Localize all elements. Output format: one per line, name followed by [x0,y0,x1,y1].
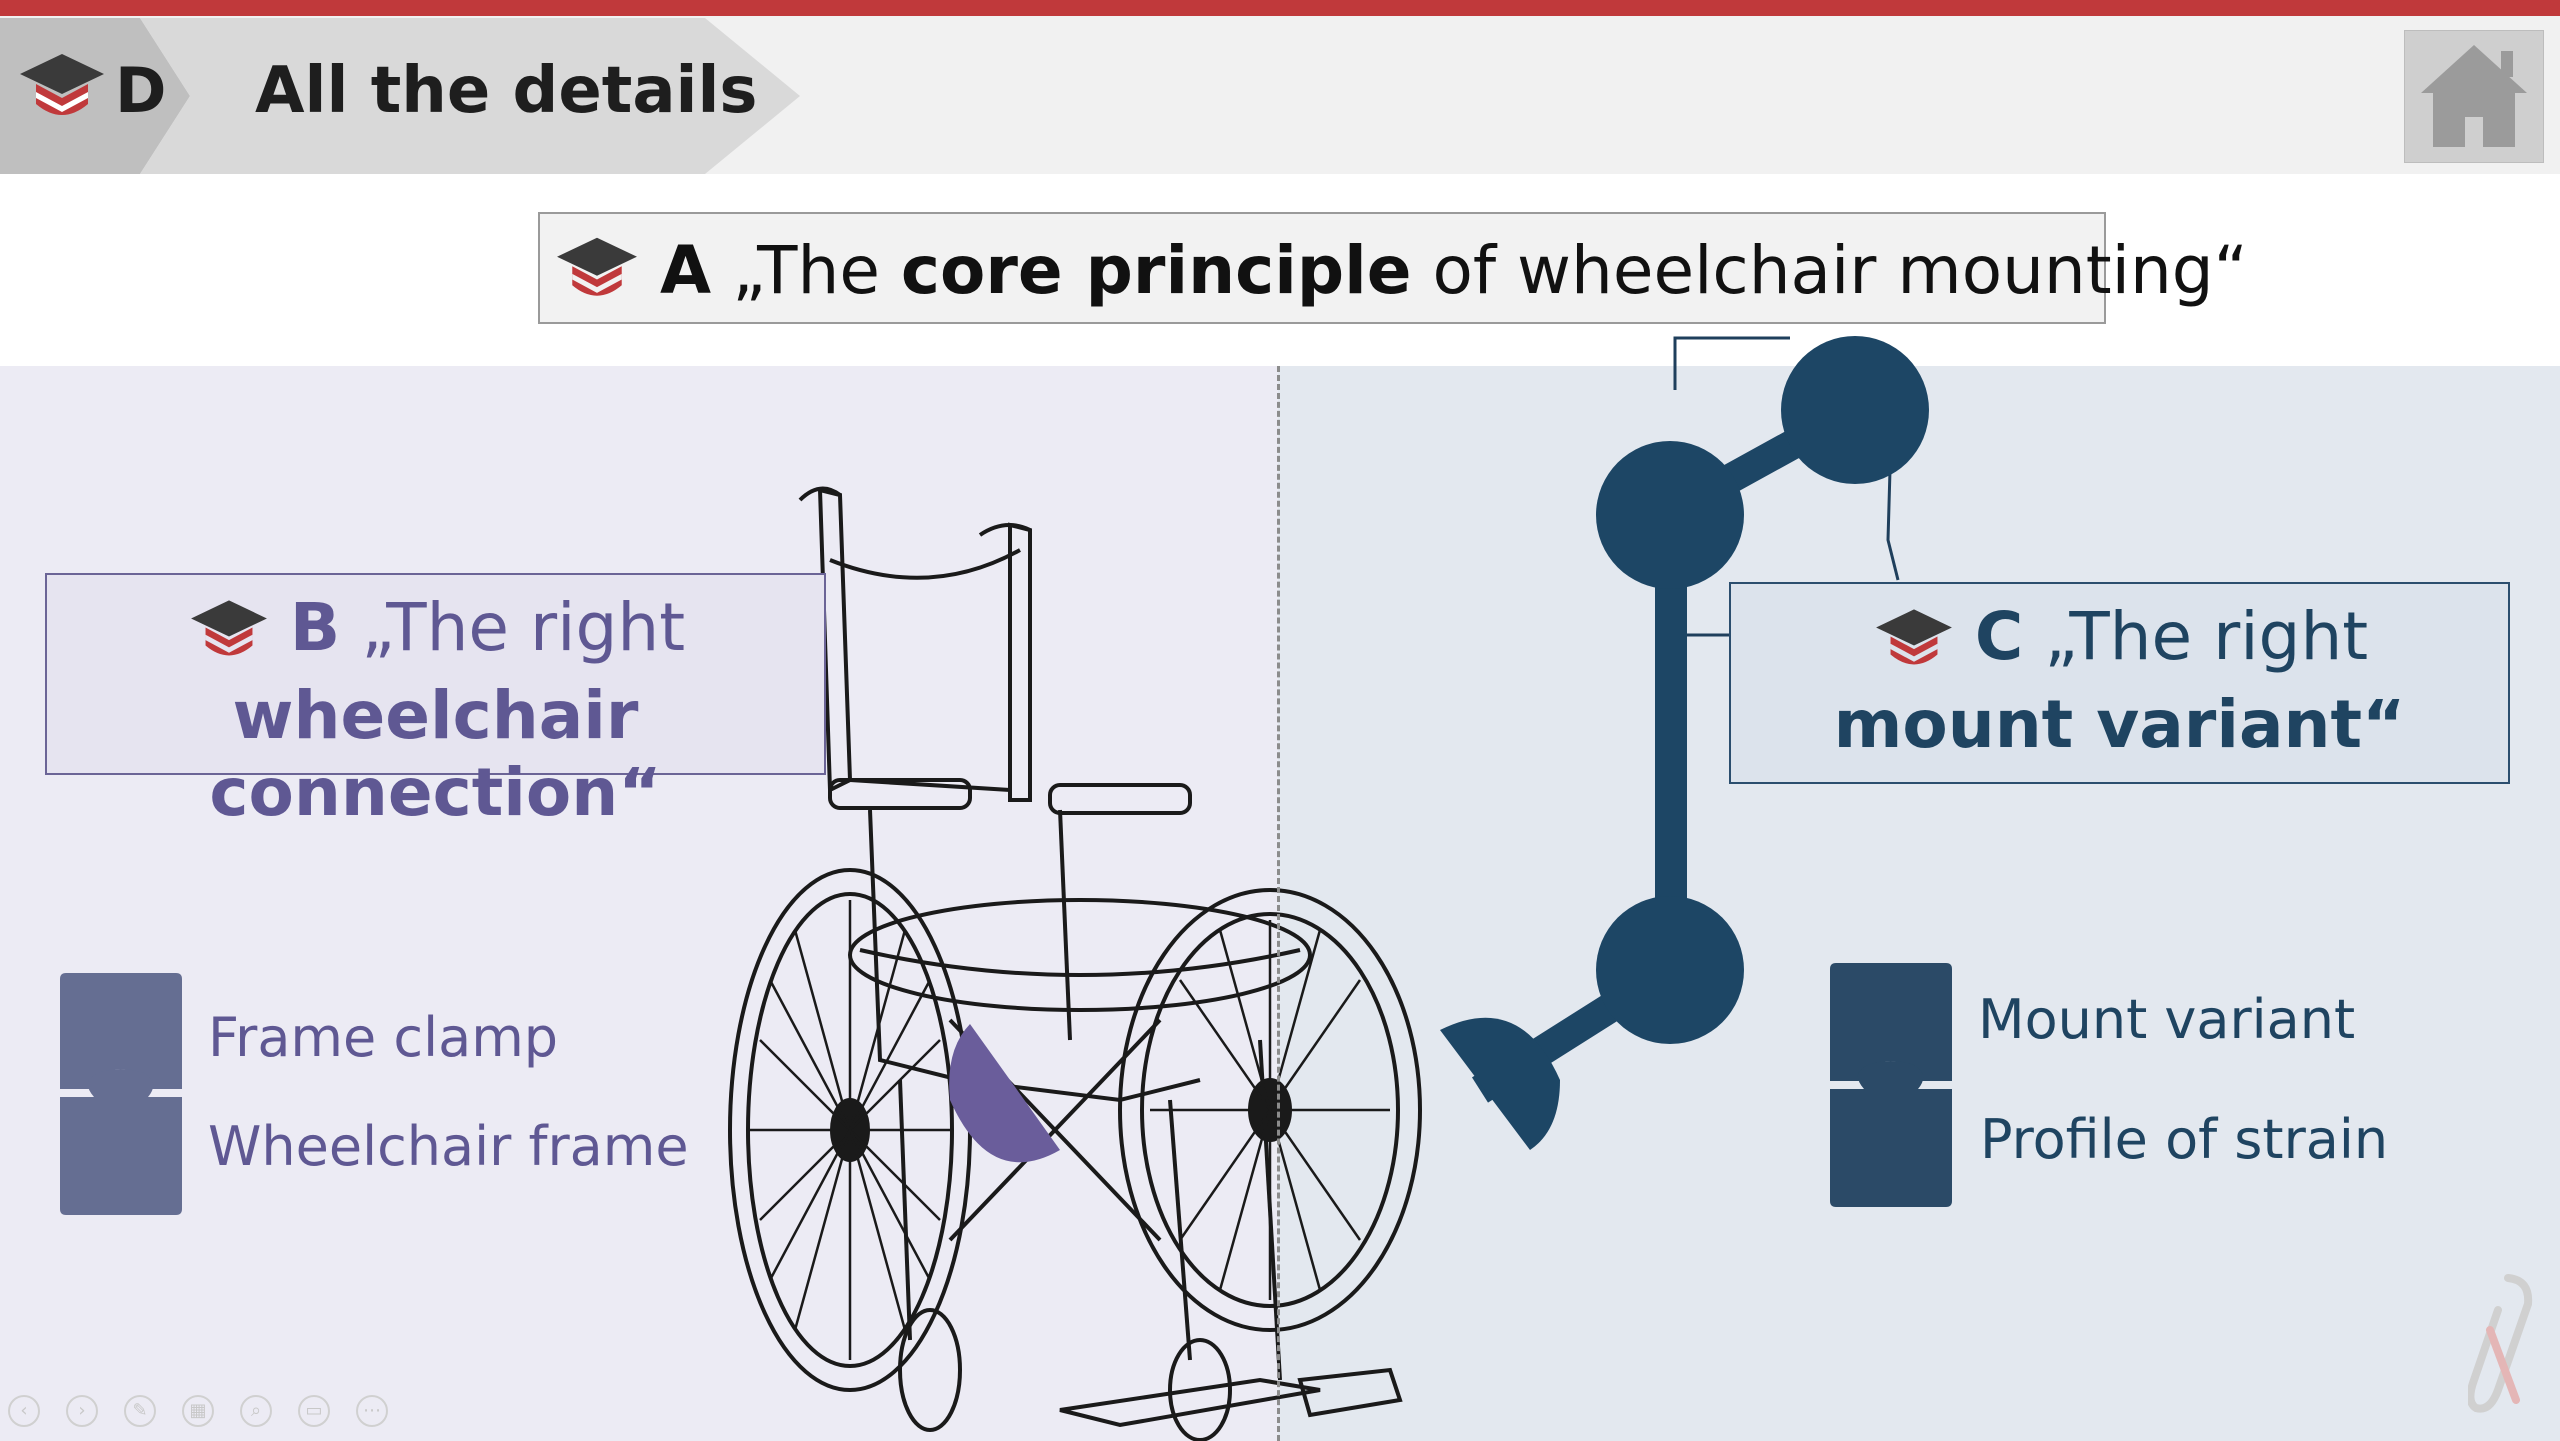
mount-arm-illustration [1440,336,1929,1150]
section-letter: D [115,54,167,127]
paperclip-icon[interactable] [2468,1270,2538,1420]
frame-clamp-label: Frame clamp [208,1006,559,1069]
frame-clamp-puzzle-icon [60,973,182,1215]
previous-slide-icon[interactable]: ‹ [8,1395,40,1427]
principle-c-line1: C „The right [1731,598,2508,678]
mount-variant-label: Mount variant [1978,988,2356,1051]
graduation-cap-icon [190,600,267,656]
principle-a-text: A „The core principle of wheelchair moun… [660,232,2248,309]
zoom-icon[interactable]: ⌕ [240,1395,272,1427]
top-accent-bar [0,0,2560,16]
principle-c-line1-text: „The right [2023,598,2369,675]
principle-b-line2: wheelchair connection“ [209,677,662,831]
graduation-cap-icon [20,54,104,115]
principle-c-line2: mount variant“ [1833,686,2406,763]
pen-icon[interactable]: ✎ [124,1395,156,1427]
graduation-cap-icon [557,237,637,296]
breadcrumb-title-tab[interactable] [140,18,800,174]
slides-grid-icon[interactable]: ▦ [182,1395,214,1427]
home-button[interactable] [2404,30,2544,163]
principle-a-suffix: of wheelchair mounting“ [1411,232,2248,309]
more-options-icon[interactable]: ⋯ [356,1395,388,1427]
principle-b-letter: B [289,589,341,666]
wheelchair-illustration [728,486,1422,1441]
principle-c-letter: C [1974,598,2024,675]
principle-a-box: A „The core principle of wheelchair moun… [538,212,2248,324]
breadcrumb-section-tab[interactable] [0,18,190,174]
wheelchair-frame-label: Wheelchair frame [208,1115,689,1178]
center-divider [1277,366,1280,1441]
principle-b-line1-text: „The right [340,589,686,666]
mount-variant-puzzle-icon [1830,963,1952,1207]
profile-of-strain-label: Profile of strain [1980,1108,2389,1171]
principle-a-bold: core principle [900,232,1412,309]
next-slide-icon[interactable]: › [66,1395,98,1427]
principle-b-box: B „The right wheelchair connection“ [45,573,826,831]
graduation-cap-icon [1875,609,1952,665]
principle-c-box: C „The right mount variant“ [1729,582,2510,784]
home-icon [2421,45,2527,147]
right-panel-background [1278,366,2560,1441]
subtitles-icon[interactable]: ▭ [298,1395,330,1427]
principle-b-line1: B „The right [47,589,824,669]
frame-clamp-marker [949,1024,1060,1163]
page-title: All the details [255,54,758,128]
principle-a-prefix: „The [711,232,901,309]
principle-a-letter: A [660,232,712,309]
